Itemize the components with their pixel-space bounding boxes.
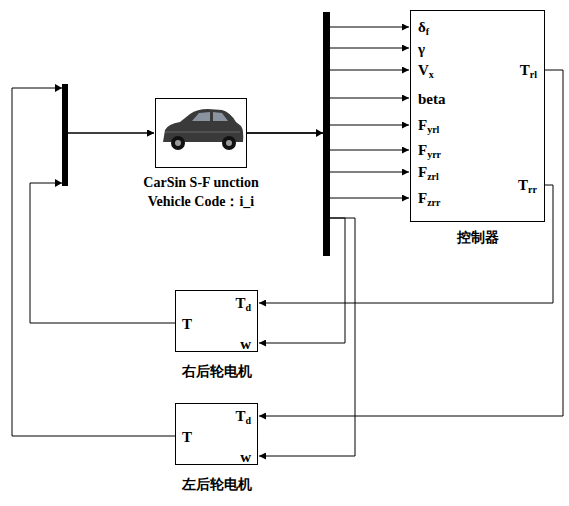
port-label: Fzrl [418, 165, 439, 182]
port-label: Vx [418, 63, 434, 80]
block-label: 左后轮电机 [182, 477, 252, 491]
signal-line [259, 70, 563, 416]
port-label: Fyrl [418, 118, 439, 135]
controller-block: δfγVxbetaFyrlFyrrFzrlFzrrTrlTrr控制器 [410, 10, 545, 222]
signal-line [247, 133, 345, 343]
port-label: w [240, 337, 251, 352]
port-label: T [182, 430, 192, 445]
block-label: Vehicle Code：i_i [148, 195, 254, 209]
signal-line [30, 133, 175, 323]
bus-branches [330, 27, 409, 198]
simulink-block: CarSin S-F unctionVehicle Code：i_i [155, 98, 247, 168]
port-label: Fyrr [418, 143, 441, 160]
car-illustration [163, 109, 243, 150]
motor-block: TdTw左后轮电机 [175, 403, 258, 465]
motor-block: TdTw右后轮电机 [175, 290, 258, 352]
port-label: δf [418, 20, 429, 37]
port-label: Td [235, 296, 251, 313]
port-label: Trl [520, 63, 537, 80]
signal-line [247, 133, 355, 456]
block-label: CarSin S-F unction [143, 176, 258, 190]
demux-bar [323, 12, 330, 256]
signal-line [12, 88, 175, 436]
bar-arrowheads [55, 84, 323, 187]
port-label: Trr [518, 178, 537, 195]
port-label: Fzrr [418, 191, 441, 208]
port-label: γ [418, 42, 425, 57]
port-label: w [240, 450, 251, 465]
signal-line [247, 98, 409, 133]
port-label: beta [418, 92, 446, 107]
signal-line [259, 185, 553, 303]
mux-bar [62, 84, 68, 186]
port-label: Td [235, 409, 251, 426]
block-label: 控制器 [457, 230, 499, 244]
port-label: T [182, 317, 192, 332]
block-label: 右后轮电机 [182, 364, 252, 378]
